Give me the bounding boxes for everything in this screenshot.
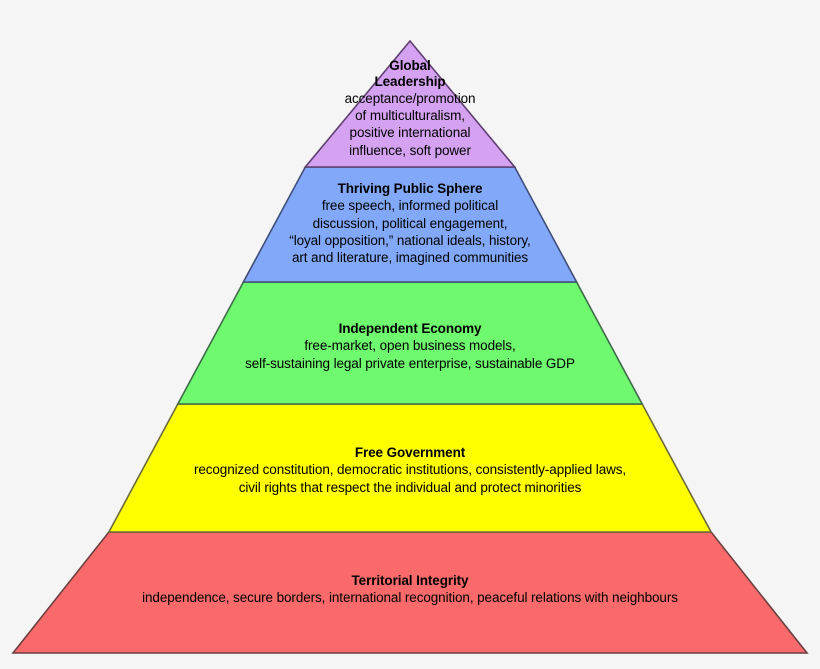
- tier-shape-free-government[interactable]: [107, 403, 713, 533]
- tier-shape-thriving-public-sphere[interactable]: [242, 166, 578, 283]
- tier-shape-global-leadership[interactable]: [303, 39, 517, 168]
- tier-shape-territorial-integrity[interactable]: [11, 531, 809, 654]
- tier-shape-independent-economy[interactable]: [176, 281, 644, 405]
